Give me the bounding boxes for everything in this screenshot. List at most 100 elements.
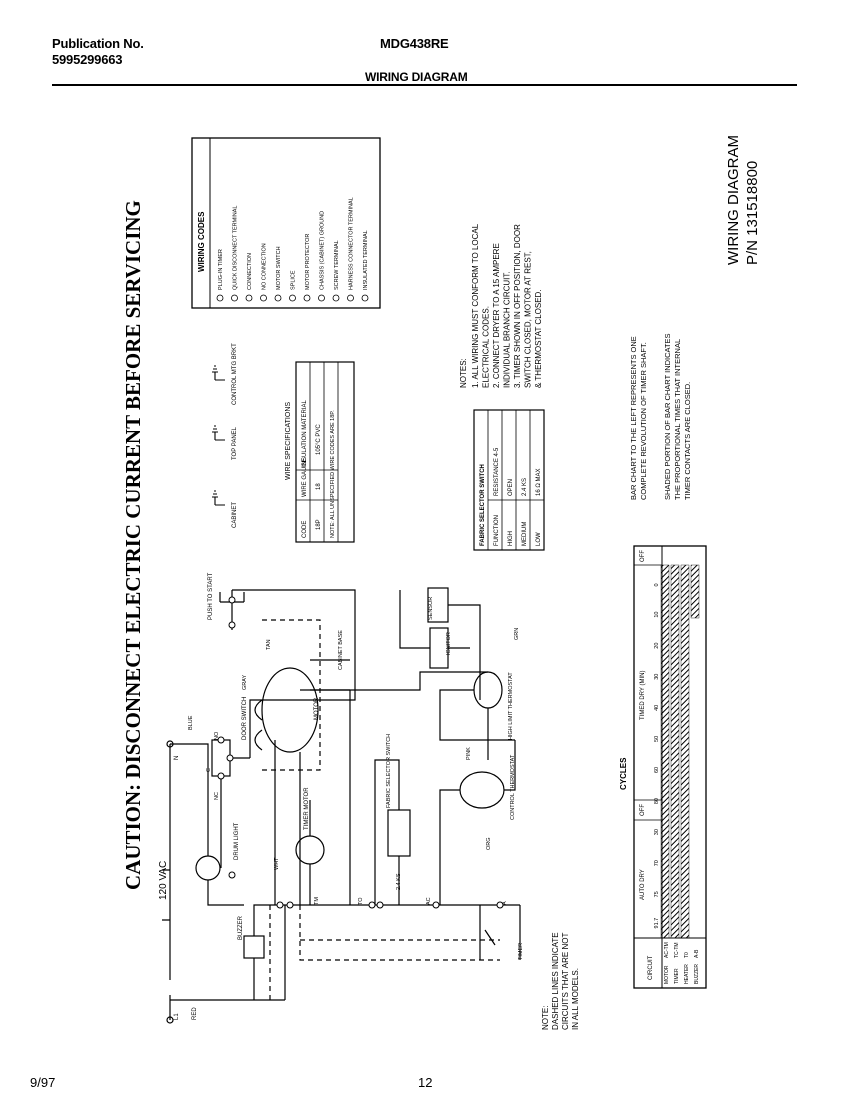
term-a: A xyxy=(502,901,508,905)
wiring-code-1: QUICK DISCONNECT TERMINAL xyxy=(233,206,239,290)
note-line-0: 1. ALL WIRING MUST CONFORM TO LOCAL xyxy=(471,223,480,388)
bar-note-2: COMPLETE REVOLUTION OF TIMER SHAFT. xyxy=(639,342,648,500)
cycle-tick-9: 20 xyxy=(654,643,660,649)
motor-label: MOTOR xyxy=(314,697,320,720)
wire-grn: GRN xyxy=(514,628,520,640)
note-line-6: & THERMOSTAT CLOSED. xyxy=(534,289,543,388)
fabric-selector-label: FABRIC SELECTOR SWITCH xyxy=(386,734,392,808)
wiring-code-3: NO CONNECTION xyxy=(262,243,268,290)
term-24ks: 2.4 KS xyxy=(396,873,402,890)
ground-cabinet: CABINET xyxy=(232,502,238,528)
control-thermostat-label: CONTROL THERMOSTAT xyxy=(510,754,516,820)
fabric-row-2-function: LOW xyxy=(536,532,542,546)
header-rule xyxy=(52,84,797,86)
wire-specs-h0: CODE xyxy=(302,521,308,538)
diagram-title: WIRING DIAGRAM P/N 131518800 xyxy=(725,135,761,265)
line-l1-label: L1 xyxy=(174,1013,180,1020)
fabric-row-1-function: MEDIUM xyxy=(522,522,528,546)
fabric-selector-title: FABRIC SELECTOR SWITCH xyxy=(480,464,486,546)
wiring-code-symbol-10 xyxy=(361,294,369,302)
wire-tan: TAN xyxy=(266,639,272,650)
wiring-code-4: MOTOR SWITCH xyxy=(276,246,282,290)
publication-number: 5995299663 xyxy=(52,52,123,67)
diagram-title-line1: WIRING DIAGRAM xyxy=(725,135,742,265)
cabinet-base-label: CABINET BASE xyxy=(338,630,344,670)
wiring-code-7: CHASSIS (CABINET) GROUND xyxy=(320,211,326,290)
cycles-title: CYCLES xyxy=(619,757,628,790)
wire-specs-h1: WIRE GAUGE xyxy=(302,458,308,497)
cycles-seg-off1: OFF xyxy=(640,804,646,816)
footer-date: 9/97 xyxy=(30,1075,56,1090)
cycles-seg-timed: TIMED DRY (MIN) xyxy=(640,671,646,720)
term-tm: TM xyxy=(314,897,320,905)
push-to-start-label: PUSH TO START xyxy=(208,572,214,620)
cycles-chart: CYCLES CIRCUIT AUTO DRY OFF TIMED DRY (M… xyxy=(619,545,707,989)
cycles-seg-off2: OFF xyxy=(640,550,646,562)
note-line-1: ELECTRICAL CODES. xyxy=(482,306,491,388)
wiring-code-symbol-7 xyxy=(318,294,325,302)
cycle-tick-3: 30 xyxy=(654,829,660,835)
publication-label: Publication No. xyxy=(52,36,144,51)
wire-blue: BLUE xyxy=(188,715,194,730)
cycle-tick-6: 50 xyxy=(654,736,660,742)
cycle-bar-1 xyxy=(670,564,680,939)
cycle-tick-8: 30 xyxy=(654,674,660,680)
wiring-codes-title: WIRING CODES xyxy=(197,211,206,272)
fabric-row-2-resistance: 16 Ω MAX xyxy=(536,469,542,497)
wiring-code-symbol-8 xyxy=(332,294,340,302)
shaded-note-3: TIMER CONTACTS ARE CLOSED. xyxy=(683,382,692,500)
shaded-note-1: SHADED PORTION OF BAR CHART INDICATES xyxy=(663,333,672,500)
term-c: C xyxy=(206,768,212,772)
cycle-row-0: MOTOR xyxy=(664,965,670,984)
schematic xyxy=(162,587,521,1024)
cycle-contact-3: A-B xyxy=(694,949,700,958)
cycle-row-1: TIMER xyxy=(674,968,680,984)
wire-wht: WHT xyxy=(274,857,280,870)
notes-block: NOTES: 1. ALL WIRING MUST CONFORM TO LOC… xyxy=(459,223,543,388)
ground-control-bracket: CONTROL MTG BRKT xyxy=(232,343,238,405)
page-title: WIRING DIAGRAM xyxy=(365,70,468,84)
bar-chart-note: BAR CHART TO THE LEFT REPRESENTS ONE COM… xyxy=(629,336,648,500)
cycles-circuit-label: CIRCUIT xyxy=(648,955,654,980)
cycles-seg-auto: AUTO DRY xyxy=(640,869,646,900)
cycle-row-2: HEATER xyxy=(684,964,690,984)
cycle-tick-11: 0 xyxy=(654,583,660,586)
high-limit-label: HIGH LIMIT THERMOSTAT xyxy=(508,672,514,740)
wiring-code-symbol-5 xyxy=(289,294,296,302)
dashed-note-4: IN ALL MODELS. xyxy=(571,968,580,1030)
wiring-code-symbol-2 xyxy=(245,294,253,302)
note-line-5: SWITCH CLOSED, MOTOR AT REST, xyxy=(524,251,533,388)
wiring-code-5: SPLICE xyxy=(291,270,297,290)
wiring-code-symbol-1 xyxy=(231,294,238,302)
notes-title: NOTES: xyxy=(459,358,468,388)
wiring-code-symbol-3 xyxy=(260,294,267,302)
shaded-note: SHADED PORTION OF BAR CHART INDICATES TH… xyxy=(663,333,692,500)
cycle-row-3: BUZZER xyxy=(694,964,700,984)
timer-motor-label: TIMER MOTOR xyxy=(304,787,310,830)
shaded-note-2: THE PROPORTIONAL TIMES THAT INTERNAL xyxy=(673,339,682,500)
bar-note-1: BAR CHART TO THE LEFT REPRESENTS ONE xyxy=(629,336,638,500)
wiring-code-10: INSULATED TERMINAL xyxy=(363,230,369,290)
voltage-label: 120 VAC xyxy=(158,861,169,900)
door-switch-label: DOOR SWITCH xyxy=(242,697,248,740)
line-color-label: RED xyxy=(192,1007,198,1020)
cycle-tick-0: 91.7 xyxy=(654,918,660,929)
fabric-row-0-function: HIGH xyxy=(508,531,514,546)
wire-specs-r0: 18P xyxy=(316,519,322,530)
fabric-selector-table: FABRIC SELECTOR SWITCH FUNCTION RESISTAN… xyxy=(473,409,545,551)
cycle-tick-1: 75 xyxy=(654,891,660,897)
wire-specs-h2: INSULATION MATERIAL xyxy=(302,400,308,467)
schematic-terminals xyxy=(217,596,504,909)
term-nc: NC xyxy=(214,792,220,800)
ground-top-panel: TOP PANEL xyxy=(232,426,238,460)
wiring-code-0: PLUG-IN TIMER xyxy=(218,249,224,290)
fabric-row-0-resistance: OPEN xyxy=(508,479,514,496)
footer-page-number: 12 xyxy=(418,1075,433,1090)
term-to: TO xyxy=(358,897,364,905)
wire-specs-title: WIRE SPECIFICATIONS xyxy=(285,402,292,480)
note-line-4: 3. TIMER SHOWN IN OFF POSITION, DOOR xyxy=(513,224,522,388)
diagram-title-line2: P/N 131518800 xyxy=(744,161,761,265)
note-line-3: INDIVIDUAL BRANCH CIRCUIT. xyxy=(503,271,512,388)
fabric-h0: FUNCTION xyxy=(494,515,500,546)
